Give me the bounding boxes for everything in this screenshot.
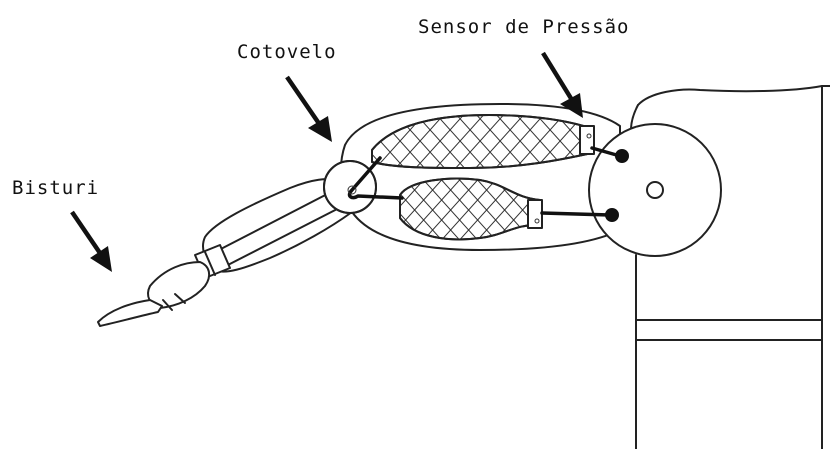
label-scalpel: Bisturi (12, 177, 99, 199)
arrow-to-elbow (287, 77, 332, 142)
arrow-to-scalpel (72, 212, 112, 272)
label-pressure-sensor: Sensor de Pressão (418, 16, 629, 38)
scalpel-blade (98, 300, 162, 326)
label-elbow: Cotovelo (237, 41, 337, 63)
